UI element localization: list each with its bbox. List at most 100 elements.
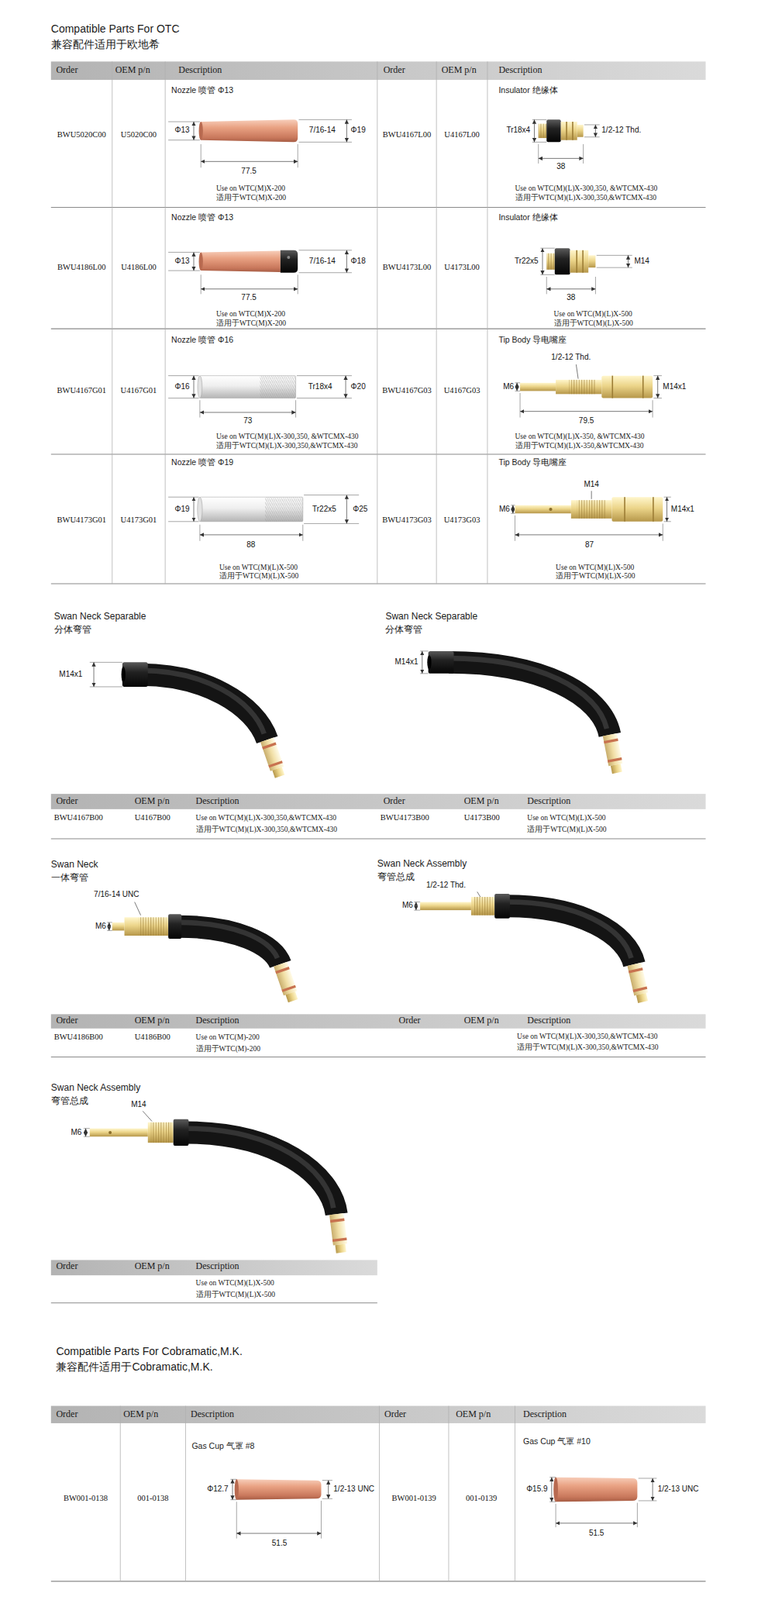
tip-body-drawing — [548, 507, 552, 511]
gas-cup-drawing — [551, 1477, 552, 1502]
part-number: U5020C00 — [120, 130, 157, 140]
swan-neck-drawing — [85, 1128, 87, 1137]
nozzle-drawing — [200, 288, 298, 290]
part-name: 弯管总成 — [377, 871, 415, 883]
column-header: OEM p/n — [455, 1408, 491, 1420]
insulator-drawing — [542, 248, 544, 275]
tip-body-drawing — [516, 382, 518, 392]
swan-neck-drawing — [415, 902, 417, 911]
tip-body-drawing — [510, 490, 672, 541]
dimension: Φ20 — [351, 382, 366, 392]
nozzle-drawing — [168, 495, 359, 541]
insulator-drawing — [533, 119, 535, 142]
part-number: BWU4173G03 — [382, 515, 432, 525]
part-number: BWU4173L00 — [382, 262, 431, 273]
column-header: Order — [384, 1408, 407, 1420]
part-name: 分体弯管 — [54, 624, 92, 636]
swan-neck-drawing — [141, 670, 265, 734]
dimension: Tr22x5 — [514, 256, 539, 266]
swan-neck-drawing — [474, 896, 493, 916]
table-frame — [185, 1405, 186, 1581]
swan-neck-drawing — [89, 661, 287, 779]
table-frame — [486, 61, 488, 584]
nozzle-drawing — [168, 375, 352, 418]
swan-neck-drawing — [610, 763, 623, 774]
tip-body-drawing — [601, 375, 653, 399]
column-header: Description — [196, 795, 240, 807]
usage-note: Use on WTC(M)(L)X-350, &WTCMX-430 — [515, 432, 645, 441]
column-header: OEM p/n — [134, 1260, 170, 1272]
swan-neck-drawing — [148, 1122, 174, 1143]
usage-note: 适用于WTC(M)(L)X-500 — [555, 571, 635, 581]
part-number: U4167B00 — [134, 812, 171, 823]
tip-body-drawing — [575, 364, 579, 379]
swan-neck-drawing — [420, 651, 624, 775]
usage-note: Use on WTC(M)-200 — [196, 1033, 260, 1042]
swan-neck-drawing — [268, 760, 283, 768]
table-frame — [51, 61, 707, 80]
tip-body-drawing — [568, 379, 596, 394]
tip-body-drawing — [623, 496, 626, 522]
nozzle-drawing — [200, 161, 298, 162]
tip-body-drawing — [666, 496, 668, 522]
part-name: Nozzle 喷管 Φ13 — [171, 85, 234, 95]
insulator-drawing — [595, 124, 596, 138]
gas-cup-drawing — [555, 1477, 638, 1502]
part-number: U4186L00 — [120, 262, 157, 273]
swan-neck-drawing — [420, 651, 429, 674]
nozzle-drawing — [346, 250, 348, 273]
dimension: 7/16-14 — [309, 256, 336, 266]
swan-neck-drawing — [471, 896, 495, 916]
dimension: M6 — [502, 382, 514, 392]
swan-neck-drawing — [260, 737, 284, 771]
column-header: OEM p/n — [123, 1408, 159, 1420]
usage-note: Use on WTC(M)(L)X-300,350, &WTCMX-430 — [515, 184, 658, 193]
nozzle-drawing — [286, 255, 290, 259]
part-number: BWU4186B00 — [54, 1032, 104, 1042]
column-header: Order — [55, 1015, 78, 1027]
dimension: 77.5 — [241, 292, 256, 303]
table-frame — [51, 1013, 707, 1057]
insulator-drawing — [546, 119, 561, 142]
usage-note: Use on WTC(M)(L)X-500 — [555, 562, 634, 572]
table-frame — [165, 61, 166, 584]
column-header: Description — [527, 1015, 571, 1027]
swan-neck-drawing — [477, 891, 481, 897]
swan-neck-drawing — [329, 1212, 348, 1245]
tip-body-drawing — [652, 496, 655, 522]
section-heading: Compatible Parts For OTC — [51, 22, 180, 35]
column-header: Order — [399, 1015, 421, 1027]
tip-body-drawing — [520, 410, 653, 412]
column-header: OEM p/n — [464, 1015, 500, 1027]
column-header: Description — [523, 1408, 567, 1420]
swan-neck-drawing — [602, 733, 625, 775]
part-number: U4173B00 — [464, 812, 500, 823]
dimension: M14 — [130, 1099, 146, 1110]
column-header: Order — [55, 1408, 78, 1420]
dimension: 88 — [246, 540, 255, 550]
swan-neck-drawing — [261, 742, 276, 750]
dimension: M14x1 — [394, 657, 418, 667]
insulator-drawing — [540, 248, 632, 294]
column-header: Order — [55, 65, 78, 76]
table-frame — [51, 793, 707, 839]
dimension: Φ18 — [351, 256, 366, 266]
nozzle-drawing — [193, 496, 195, 522]
dimension: Φ16 — [175, 382, 190, 392]
part-name: Swan Neck Assembly — [377, 858, 467, 870]
swan-neck-drawing — [138, 916, 167, 936]
tip-body-drawing — [657, 375, 658, 399]
table-frame — [51, 837, 707, 839]
part-name: Nozzle 喷管 Φ13 — [171, 212, 234, 222]
swan-neck-drawing — [626, 962, 648, 996]
gas-cup-drawing — [549, 1477, 657, 1527]
swan-neck-drawing — [603, 737, 619, 744]
swan-neck-drawing — [168, 913, 182, 939]
gas-cup-drawing — [553, 1477, 558, 1502]
column-header: Order — [383, 65, 406, 76]
swan-neck-drawing — [83, 1110, 349, 1254]
usage-note: 适用于WTC(M)(L)X-350,&WTCMX-430 — [515, 441, 645, 451]
swan-neck-drawing — [628, 967, 644, 973]
part-name: Swan Neck Assembly — [51, 1082, 141, 1094]
nozzle-drawing — [199, 496, 304, 522]
